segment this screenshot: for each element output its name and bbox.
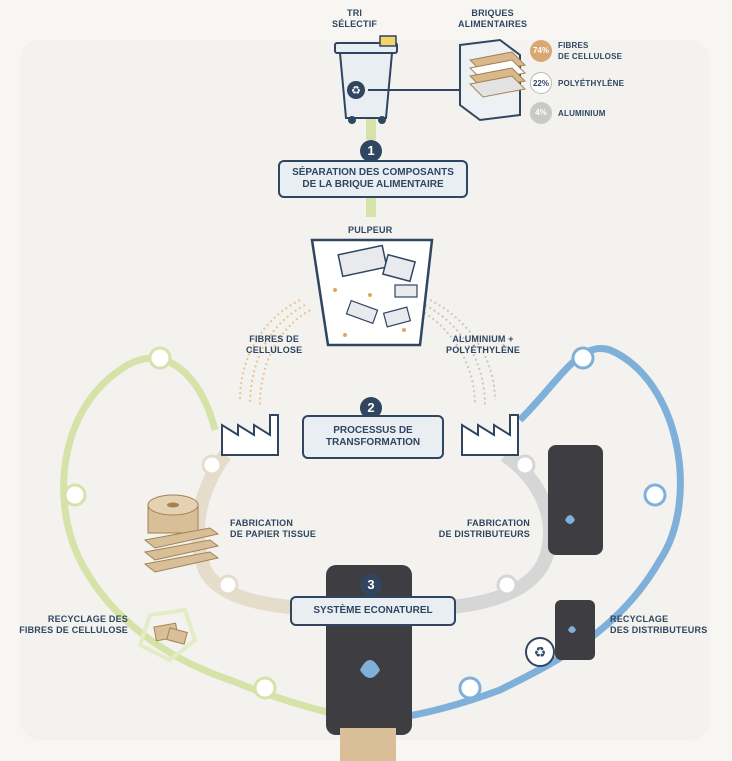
pct-badge-aluminium: 4% <box>530 102 552 124</box>
step-1-line2: DE LA BRIQUE ALIMENTAIRE <box>302 179 444 190</box>
label-aluminium: ALUMINIUM <box>558 109 606 118</box>
svg-text:♻: ♻ <box>351 84 361 97</box>
step-1-line1: SÉPARATION DES COMPOSANTS <box>292 167 454 178</box>
label-fab-papier-l2: DE PAPIER TISSUE <box>230 529 317 539</box>
label-alu-poly: ALUMINIUM + POLYÉTHYLÈNE <box>446 334 520 356</box>
label-fibres-l2: CELLULOSE <box>246 345 303 355</box>
svg-text:♻: ♻ <box>534 645 547 661</box>
label-tri-line1: TRI <box>347 8 363 18</box>
step-2-box: PROCESSUS DE TRANSFORMATION <box>302 415 444 459</box>
label-pulpeur: PULPEUR <box>348 225 393 235</box>
recycle-symbol-icon <box>525 637 555 667</box>
label-tri-selectif: TRI SÉLECTIF <box>332 8 377 30</box>
label-cellulose-l1: FIBRES <box>558 41 589 50</box>
label-fibres-cellulose: FIBRES DE CELLULOSE <box>246 334 302 356</box>
label-fab-papier: FABRICATION DE PAPIER TISSUE <box>230 518 316 540</box>
paper-roll-icon <box>143 494 220 573</box>
label-cellulose-l2: DE CELLULOSE <box>558 52 623 61</box>
label-recyc-distrib-l2: DES DISTRIBUTEURS <box>610 625 708 635</box>
chevron-icon <box>63 346 667 700</box>
alu-flow <box>419 299 496 406</box>
label-fab-distrib: FABRICATION DE DISTRIBUTEURS <box>430 518 530 540</box>
label-cellulose: FIBRES DE CELLULOSE <box>558 40 622 62</box>
label-recyc-distrib-l1: RECYCLAGE <box>610 614 669 624</box>
step-2-line1: PROCESSUS DE <box>333 425 413 436</box>
step-3-box: SYSTÈME ECONATUREL <box>290 596 456 626</box>
label-alu-l1: ALUMINIUM + <box>452 334 514 344</box>
carton-brick-icon <box>459 38 527 122</box>
step-2-line2: TRANSFORMATION <box>325 437 421 448</box>
blue-loop <box>394 345 684 722</box>
label-fab-distrib-l1: FABRICATION <box>466 518 530 528</box>
label-fab-papier-l1: FABRICATION <box>230 518 294 528</box>
label-fab-distrib-l2: DE DISTRIBUTEURS <box>438 529 530 539</box>
label-recyc-fibres: RECYCLAGE DES FIBRES DE CELLULOSE <box>18 614 128 636</box>
label-briques-line2: ALIMENTAIRES <box>458 19 528 29</box>
label-briques: BRIQUES ALIMENTAIRES <box>458 8 527 30</box>
label-tri-line2: SÉLECTIF <box>332 19 378 29</box>
grey-loop <box>439 449 557 615</box>
pct-badge-polyethylene: 22% <box>530 72 552 94</box>
label-recyc-fibres-l2: FIBRES DE CELLULOSE <box>19 625 128 635</box>
label-fibres-l1: FIBRES DE <box>249 334 300 344</box>
step-1-box: SÉPARATION DES COMPOSANTS DE LA BRIQUE A… <box>278 160 468 198</box>
pct-badge-cellulose: 74% <box>530 40 552 62</box>
label-recyc-distrib: RECYCLAGE DES DISTRIBUTEURS <box>610 614 707 636</box>
step-2-number: 2 <box>360 397 382 419</box>
connector-mid <box>366 195 376 217</box>
label-recyc-fibres-l1: RECYCLAGE DES <box>47 614 128 624</box>
connector-top <box>366 110 376 140</box>
label-briques-line1: BRIQUES <box>471 8 514 18</box>
pulper-icon <box>310 238 434 347</box>
fiber-flow <box>239 299 311 406</box>
recycle-symbol-icon <box>137 607 198 663</box>
beige-loop <box>190 450 301 615</box>
factory-icon <box>221 414 519 456</box>
recycling-bin-icon: ♻ <box>334 35 398 124</box>
label-polyethylene: POLYÉTHYLÈNE <box>558 79 625 88</box>
step-3-line1: SYSTÈME ECONATUREL <box>313 605 433 616</box>
step-1-number: 1 <box>360 140 382 162</box>
label-alu-l2: POLYÉTHYLÈNE <box>446 345 521 355</box>
step-3-number: 3 <box>360 574 382 596</box>
